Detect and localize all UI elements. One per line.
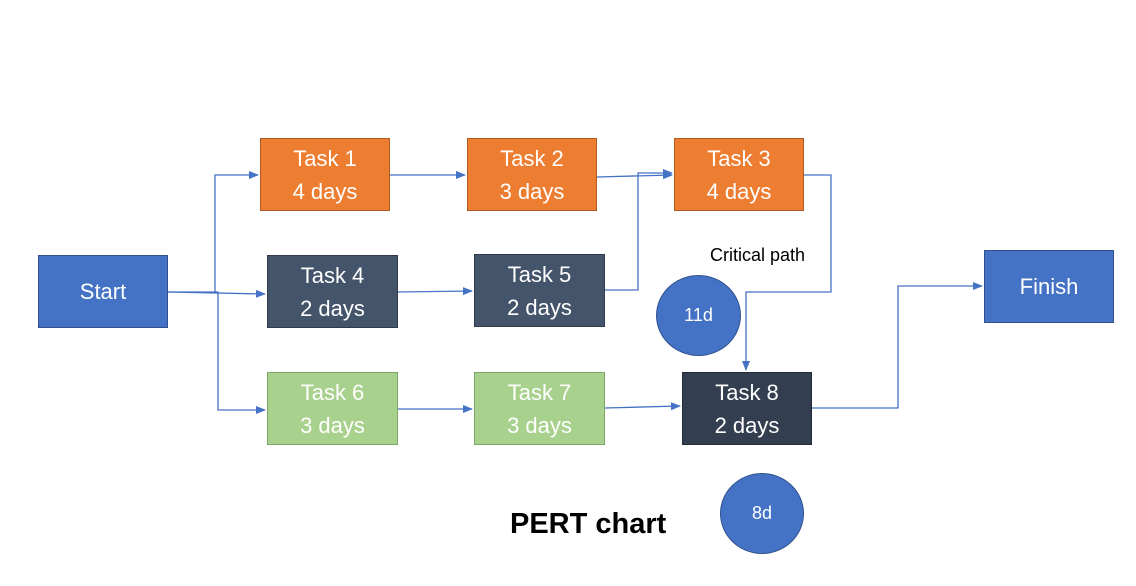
task-2-name: Task 2 (500, 145, 564, 171)
task-2-node: Task 2 3 days (467, 138, 597, 211)
task-2-duration: 3 days (499, 178, 565, 204)
task-8-duration: 2 days (714, 412, 780, 438)
task-8-name: Task 8 (715, 379, 779, 405)
duration-circle-8d-label: 8d (751, 503, 773, 523)
task-7-name: Task 7 (507, 379, 572, 405)
task-1-name: Task 1 (293, 145, 357, 171)
edge-task8-finish (812, 282, 983, 409)
task-3-duration: 4 days (706, 178, 772, 204)
start-node-label: Start (79, 279, 127, 304)
edge-task7-task8 (604, 402, 681, 411)
task-6-name: Task 6 (300, 379, 365, 405)
finish-node: Finish (984, 250, 1114, 323)
task-4-name: Task 4 (300, 262, 365, 288)
edge-task2-task3 (596, 171, 673, 180)
finish-node-label: Finish (1019, 274, 1079, 299)
task-6-duration: 3 days (300, 412, 365, 438)
start-node: Start (38, 255, 168, 328)
task-3-name: Task 3 (707, 145, 771, 171)
task-4-duration: 2 days (300, 295, 365, 321)
task-7-node: Task 7 3 days (474, 372, 605, 445)
edge-task5-task3 (605, 169, 673, 291)
duration-circle-11d-label: 11d (684, 305, 713, 325)
task-7-duration: 3 days (507, 412, 572, 438)
duration-circle-8d: 8d (720, 473, 804, 554)
task-5-node: Task 5 2 days (474, 254, 605, 327)
edge-start-task6 (215, 291, 266, 414)
edge-start-task1 (168, 171, 259, 293)
task-4-node: Task 4 2 days (267, 255, 398, 328)
edge-start-task4 (167, 289, 266, 298)
task-8-node: Task 8 2 days (682, 372, 812, 445)
duration-circle-11d: 11d (656, 275, 741, 356)
task-5-duration: 2 days (507, 294, 572, 320)
edge-task3-task8 (742, 174, 832, 371)
task-1-duration: 4 days (292, 178, 358, 204)
task-1-node: Task 1 4 days (260, 138, 390, 211)
task-3-node: Task 3 4 days (674, 138, 804, 211)
task-6-node: Task 6 3 days (267, 372, 398, 445)
chart-title: PERT chart (510, 508, 667, 540)
task-5-name: Task 5 (507, 261, 572, 287)
critical-path-label: Critical path (710, 245, 806, 265)
edge-task4-task5 (397, 287, 473, 296)
